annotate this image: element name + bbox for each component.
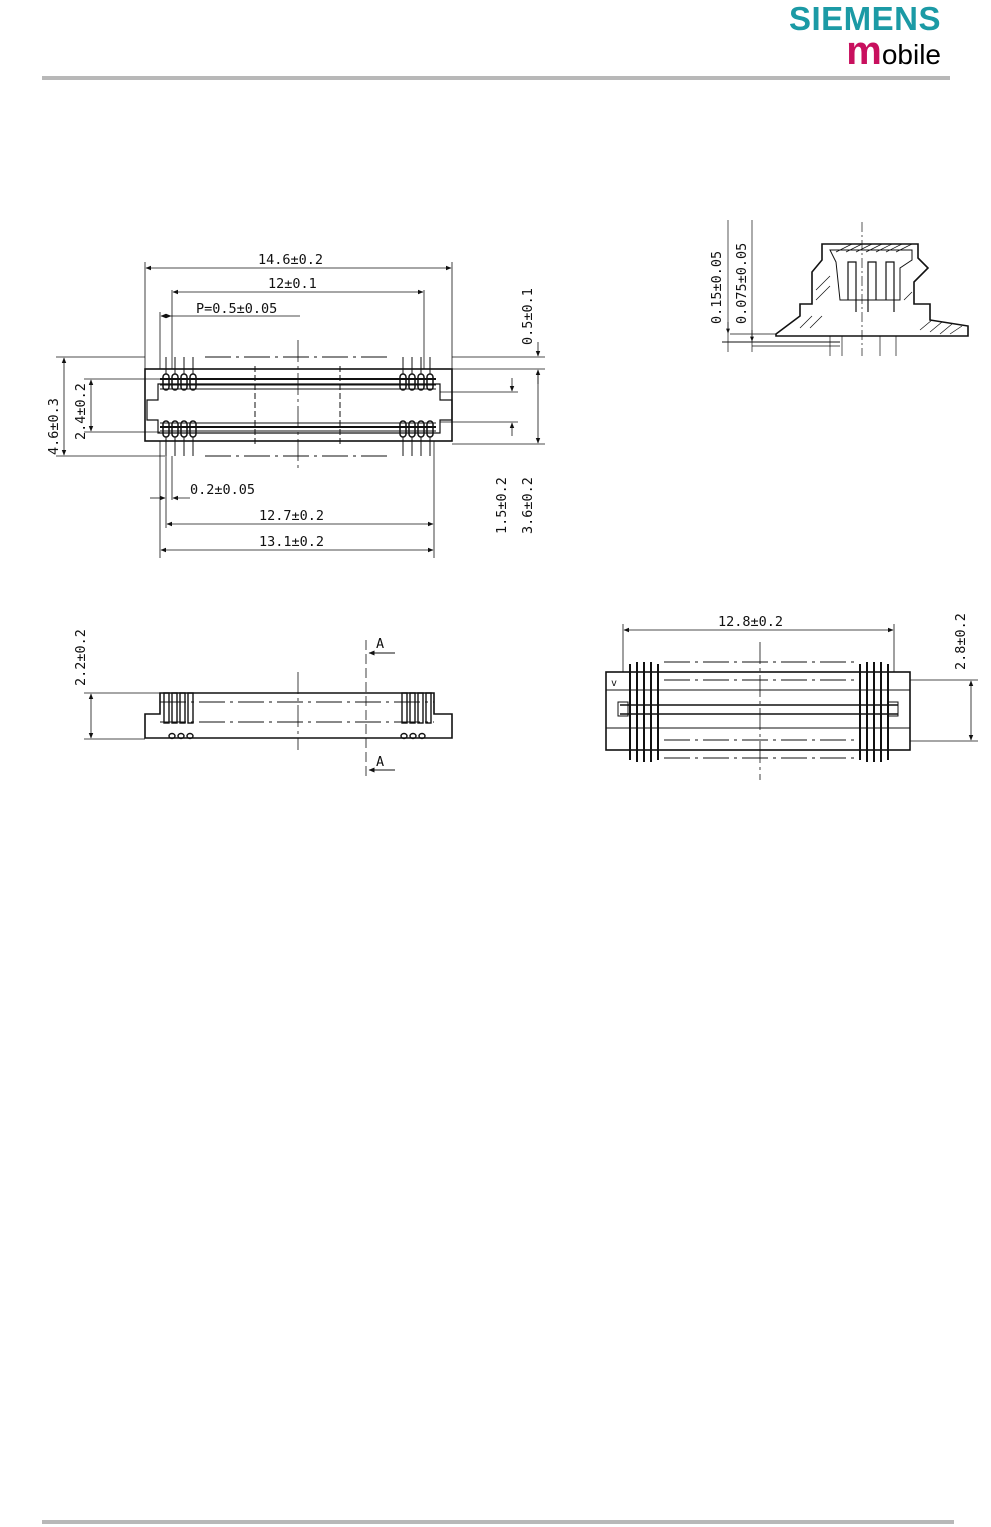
- key-mark: v: [611, 678, 617, 689]
- dim-offset: 0.5±0.1: [520, 288, 536, 345]
- section-view-labels: 0.15±0.05 0.075±0.05: [709, 243, 750, 324]
- section-mark-bottom: A: [376, 754, 384, 770]
- mating-view: [606, 624, 978, 780]
- section-mark-top: A: [376, 636, 384, 652]
- dim-mating-height: 2.8±0.2: [953, 613, 969, 670]
- section-view: [722, 220, 968, 356]
- mating-view-labels: 12.8±0.2 2.8±0.2 v: [611, 613, 969, 689]
- dim-pad-span: 12.7±0.2: [259, 508, 324, 524]
- footer-rule: [42, 1520, 954, 1524]
- dim-row-spacing: 2.4±0.2: [73, 383, 89, 440]
- side-view: [84, 640, 452, 780]
- dim-mating-width: 12.8±0.2: [718, 614, 783, 630]
- dim-height: 4.6±0.3: [46, 398, 62, 455]
- side-view-labels: 2.2±0.2 A A: [73, 629, 384, 770]
- dim-side-height: 2.2±0.2: [73, 629, 89, 686]
- dim-section-a: 0.15±0.05: [709, 251, 725, 324]
- top-view-labels: 14.6±0.2 12±0.1 P=0.5±0.05 0.2±0.05 12.7…: [46, 252, 536, 550]
- dim-total-height: 3.6±0.2: [520, 477, 536, 534]
- dim-section-b: 0.075±0.05: [734, 243, 750, 324]
- dim-pitch: P=0.5±0.05: [196, 301, 277, 317]
- dim-pad-total: 13.1±0.2: [259, 534, 324, 550]
- dim-inner-width: 12±0.1: [268, 276, 317, 292]
- dim-pin-width: 0.2±0.05: [190, 482, 255, 498]
- dim-overall-width: 14.6±0.2: [258, 252, 323, 268]
- dim-mid: 1.5±0.2: [494, 477, 510, 534]
